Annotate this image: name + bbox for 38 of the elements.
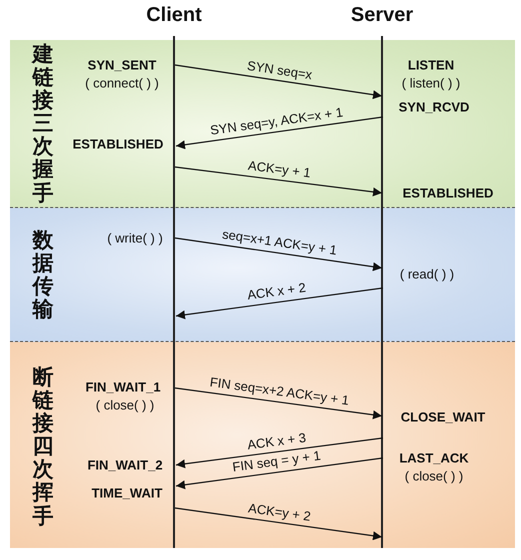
- lifeline-heading: Server: [350, 4, 414, 27]
- message-arrow: [176, 457, 384, 490]
- message-arrow: [174, 507, 382, 540]
- state-label: SYN_SENT: [88, 58, 156, 72]
- message-arrow: [174, 387, 382, 420]
- phase-title: 建链接三次握手: [32, 43, 54, 205]
- message-arrow: [176, 437, 384, 468]
- call-label: ( close( ) ): [96, 398, 154, 412]
- call-label: ( read( ) ): [400, 266, 454, 282]
- state-label: TIME_WAIT: [92, 486, 162, 500]
- edge-label: seq=x+1 ACK=y + 1: [221, 226, 338, 258]
- edge-label: SYN seq=x: [246, 57, 314, 82]
- edge-label: FIN seq=x+2 ACK=y + 1: [209, 374, 350, 408]
- state-label: CLOSE_WAIT: [400, 410, 486, 424]
- state-label: ESTABLISHED: [72, 136, 164, 152]
- phase-title: 断链接四次挥手: [32, 366, 54, 528]
- edge-label: ACK x + 3: [246, 429, 307, 452]
- message-arrow: [176, 287, 384, 320]
- call-label: ( connect( ) ): [85, 76, 159, 90]
- message-arrow: [176, 116, 384, 150]
- state-label: FIN_WAIT_2: [87, 458, 163, 472]
- state-label: SYN_RCVD: [398, 100, 470, 114]
- call-label: ( write( ) ): [107, 230, 163, 246]
- message-arrow: [174, 64, 382, 100]
- state-label: LAST_ACK: [399, 450, 469, 466]
- message-arrow: [174, 237, 382, 272]
- lifeline-heading: Client: [145, 4, 203, 27]
- state-label: FIN_WAIT_1: [85, 380, 161, 394]
- edge-label: SYN seq=y, ACK=x + 1: [209, 104, 344, 138]
- call-label: ( close( ) ): [404, 468, 464, 484]
- state-label: ESTABLISHED: [402, 186, 494, 200]
- edge-label: ACK x + 2: [246, 280, 307, 302]
- message-arrow: [174, 166, 382, 196]
- call-label: ( listen( ) ): [402, 76, 460, 90]
- state-label: LISTEN: [408, 58, 454, 72]
- phase-title: 数据传输: [32, 228, 54, 322]
- edge-label: ACK=y + 1: [247, 158, 312, 180]
- edge-label: ACK=y + 2: [247, 500, 312, 524]
